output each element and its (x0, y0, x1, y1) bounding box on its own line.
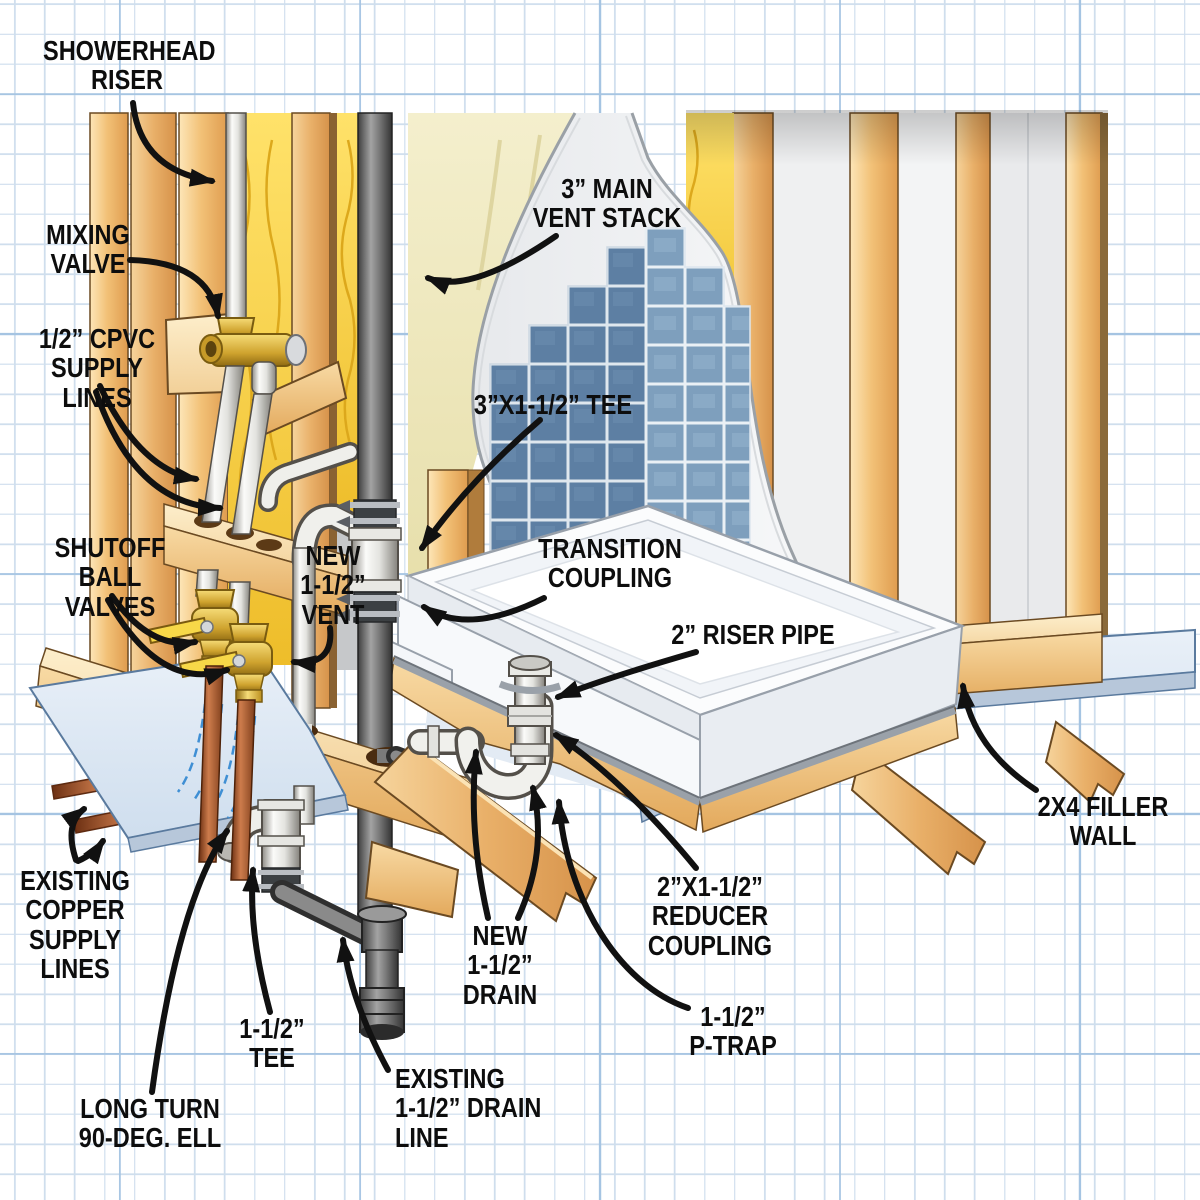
riser-pipe-2in (507, 655, 553, 765)
arrow-new-vent (290, 625, 334, 674)
label-riser-pipe: 2” RISER PIPE (671, 619, 835, 650)
transition-coupling-lower (336, 591, 400, 623)
tile-corner (489, 227, 751, 552)
arrow-new-drain-2 (515, 784, 547, 921)
transition-coupling-upper (336, 499, 400, 529)
arrow-new-drain-1 (464, 748, 491, 921)
arrow-cpvc-2 (93, 389, 224, 517)
arrow-existing-drain (336, 936, 391, 1073)
label-showerhead-riser: SHOWERHEAD RISER (43, 35, 216, 96)
arrow-tee-3x (419, 417, 543, 552)
arrow-main-stack (424, 233, 559, 295)
arrow-mixing-valve (127, 257, 223, 320)
label-long-turn-ell: LONG TURN 90-DEG. ELL (78, 1093, 222, 1154)
arrow-reducer (552, 732, 699, 871)
arrow-transition (420, 595, 547, 627)
arrow-shutoff-2 (105, 597, 231, 686)
arrow-showerhead-riser (130, 100, 216, 187)
ball-valve-2 (178, 623, 273, 703)
mixing-valve (199, 317, 307, 395)
arrow-filler-wall (957, 682, 1039, 793)
arrow-copper-2 (75, 837, 106, 865)
label-new-vent: NEW 1-1/2” VENT (300, 540, 366, 630)
new-vent-pipe (291, 503, 379, 729)
label-existing-drain: EXISTING 1-1/2” DRAIN LINE (395, 1063, 542, 1153)
arrow-riser-2 (554, 649, 699, 700)
callout-arrows (61, 100, 1039, 1095)
floor-joists-right (850, 720, 1126, 876)
label-main-vent-stack: 3” MAIN VENT STACK (532, 173, 682, 234)
label-tee-112: 1-1/2” TEE (239, 1013, 305, 1074)
sanitary-tee-3x112 (348, 527, 402, 593)
label-tee-3x112: 3”X1-1/2” TEE (473, 389, 633, 420)
label-p-trap: 1-1/2” P-TRAP (689, 1001, 777, 1062)
label-cpvc-supply: 1/2” CPVC SUPPLY LINES (38, 323, 156, 413)
label-reducer-coupling: 2”X1-1/2” REDUCER COUPLING (647, 871, 773, 961)
arrow-p-trap (551, 798, 691, 1011)
floor-joist-center (364, 740, 598, 923)
label-existing-copper: EXISTING COPPER SUPPLY LINES (20, 865, 130, 985)
supply-elbow-back (258, 442, 360, 512)
supply-assembly (146, 112, 307, 881)
arrow-long-turn (149, 827, 230, 1095)
showerhead-riser-pipe (225, 112, 247, 322)
label-mixing-valve: MIXING VALVE (46, 219, 130, 280)
label-transition-coupling: TRANSITION COUPLING (538, 533, 682, 594)
arrow-tee-112 (242, 866, 273, 1015)
arrow-cpvc-1 (97, 383, 200, 485)
label-new-drain: NEW 1-1/2” DRAIN (462, 920, 538, 1010)
label-filler-wall: 2X4 FILLER WALL (1037, 791, 1169, 852)
arrow-shutoff-1 (109, 593, 199, 655)
copper-stub-1 (198, 665, 224, 863)
stack-bell-coupling (357, 905, 407, 1040)
arrow-copper-1 (61, 806, 88, 863)
label-shutoff-valves: SHUTOFF BALL VALVES (54, 532, 166, 622)
